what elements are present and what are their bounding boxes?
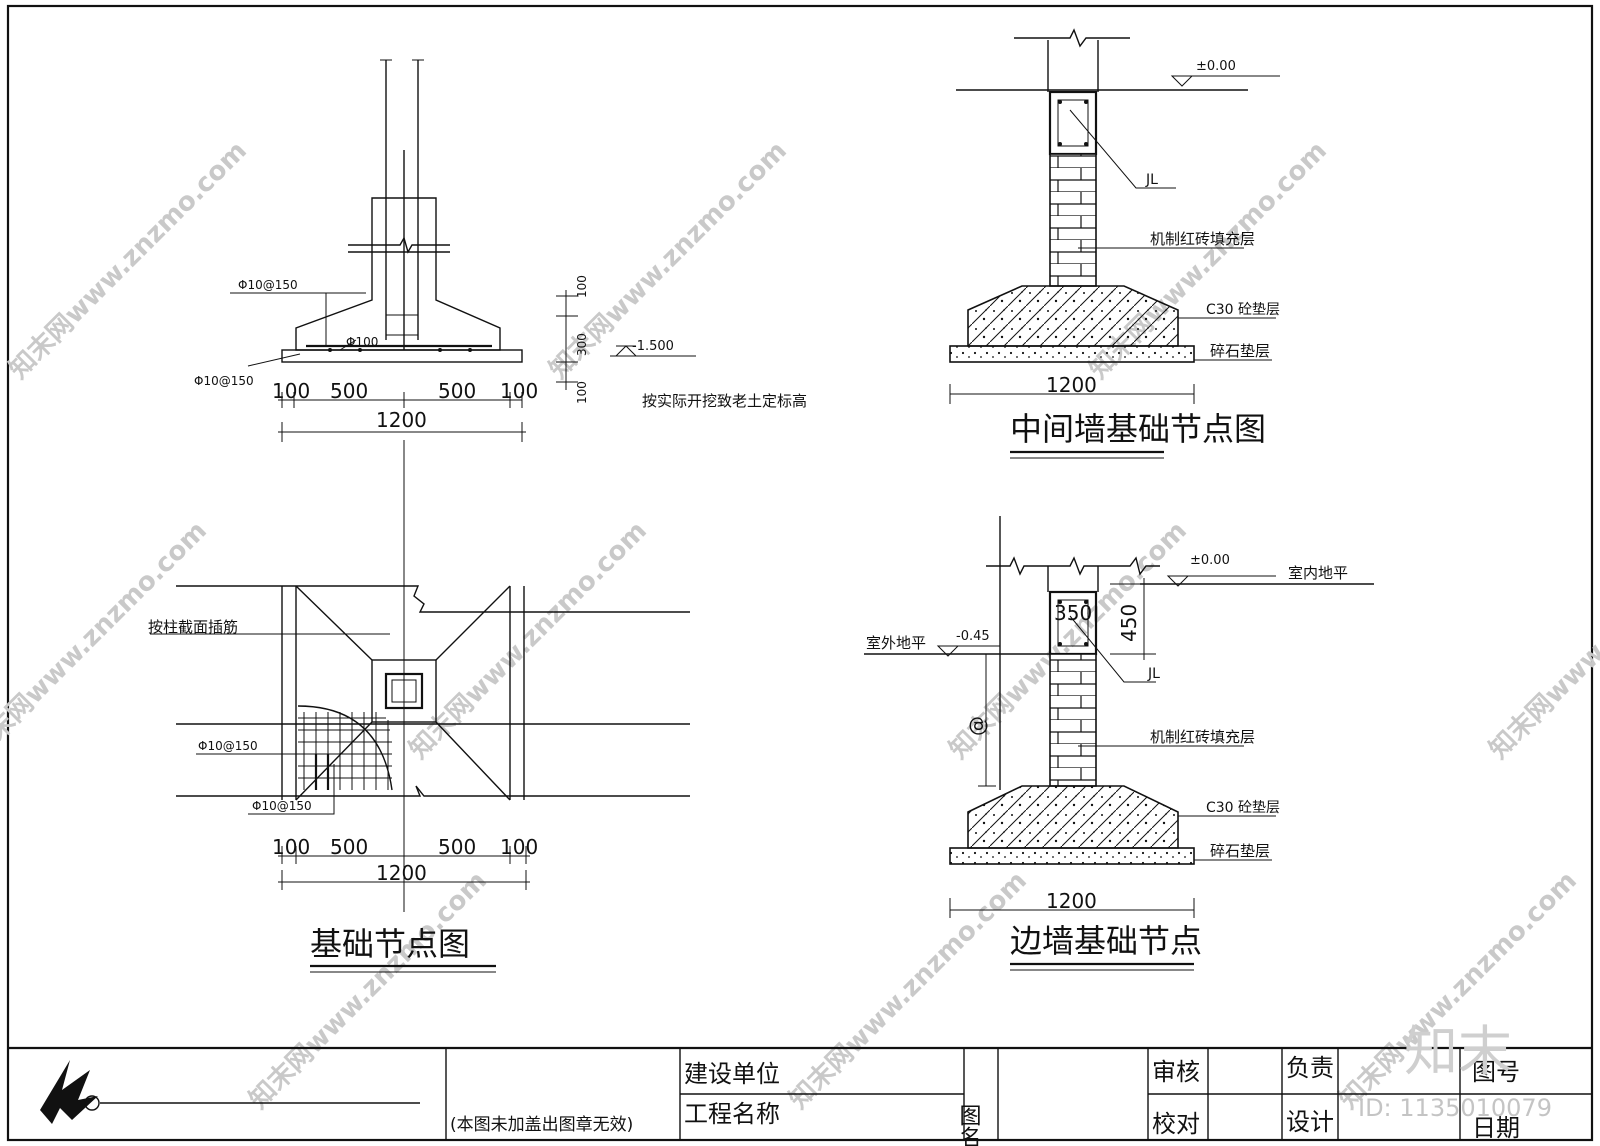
footing-section: Φ10@150 Φ100 Φ10@150 100 500 500 100 120… <box>194 59 807 442</box>
edge-width: 1200 <box>1046 889 1097 913</box>
mid-label-gravel: 碎石垫层 <box>1210 342 1270 360</box>
drawing-name-label: 图名 <box>956 1104 981 1146</box>
design-label: 设计 <box>1286 1108 1334 1136</box>
mid-elevation: ±0.00 <box>1196 59 1236 74</box>
rebar-label-top: Φ10@150 <box>238 278 298 292</box>
watermark: 知末网www.znzmo.com <box>4 136 253 385</box>
side-dim: 100 <box>575 381 589 404</box>
edge-indoor: 室内地平 <box>1288 564 1348 582</box>
plan-rebar-2: Φ10@150 <box>252 799 312 813</box>
edge-wall-detail: ±0.00 室内地平 -0.45 室外地平 350 450 @ JL 机制红砖填… <box>864 516 1374 971</box>
sheet-border <box>6 4 1594 1142</box>
mid-label-jl: JL <box>1145 172 1158 188</box>
plan-rebar-1: Φ10@150 <box>198 739 258 753</box>
edge-beam-w: 350 <box>1054 601 1092 625</box>
side-dim: 300 <box>575 333 589 356</box>
rebar-label-bottom: Φ10@150 <box>194 374 254 388</box>
elevation-label: -1.500 <box>632 339 674 354</box>
project-label: 工程名称 <box>684 1100 780 1128</box>
plan-dim: 500 <box>438 835 476 859</box>
footing-plan: 按柱截面插筋 Φ10@150 Φ10@150 100 500 500 100 1… <box>148 585 690 973</box>
plan-dim-total: 1200 <box>376 861 427 885</box>
dim-label: 500 <box>438 379 476 403</box>
asset-id: ID: 1135010079 <box>1358 1094 1552 1122</box>
plan-dim: 100 <box>500 835 538 859</box>
client-label: 建设单位 <box>684 1060 780 1088</box>
date-label: 日期 <box>1472 1114 1520 1142</box>
notice-text: (本图未加盖出图章无效) <box>450 1115 633 1135</box>
plan-dim: 500 <box>330 835 368 859</box>
plan-dim: 100 <box>272 835 310 859</box>
edge-label-jl: JL <box>1147 666 1160 682</box>
watermark: 知末网www.znzmo.com <box>0 516 213 765</box>
edge-depth: @ <box>965 716 989 736</box>
edge-wall-title: 边墙基础节点 <box>1010 922 1202 960</box>
edge-label-brick: 机制红砖填充层 <box>1150 728 1255 746</box>
mid-label-c30: C30 砼垫层 <box>1206 302 1280 318</box>
dim-label: 500 <box>330 379 368 403</box>
footing-title: 基础节点图 <box>310 925 470 963</box>
check-label: 校对 <box>1152 1110 1200 1138</box>
review-label: 审核 <box>1152 1058 1200 1086</box>
edge-outdoor: 室外地平 <box>866 634 926 652</box>
company-logo <box>40 1060 420 1124</box>
watermark: 知末网www.znzmo.com <box>1484 516 1600 765</box>
mid-width: 1200 <box>1046 373 1097 397</box>
watermark: 知末网www.znzmo.com <box>244 866 493 1115</box>
dim-total: 1200 <box>376 408 427 432</box>
edge-label-gravel: 碎石垫层 <box>1210 842 1270 860</box>
title-block: (本图未加盖出图章无效) 建设单位 工程名称 图名 审核 校对 负责 设计 图号… <box>8 1046 1592 1146</box>
edge-label-c30: C30 砼垫层 <box>1206 800 1280 816</box>
plan-note: 按柱截面插筋 <box>148 618 238 636</box>
middle-wall-detail: ±0.00 JL 机制红砖填充层 C30 砼垫层 碎石垫层 1200 中间墙基础… <box>949 28 1280 459</box>
middle-wall-title: 中间墙基础节点图 <box>1010 410 1266 448</box>
dim-label: 100 <box>272 379 310 403</box>
side-dim: 100 <box>575 275 589 298</box>
rebar-label-inner: Φ100 <box>346 335 378 349</box>
elevation-note: 按实际开挖致老土定标高 <box>642 392 807 410</box>
drawing-no-label: 图号 <box>1472 1058 1520 1086</box>
dim-label: 100 <box>500 379 538 403</box>
edge-elevation: ±0.00 <box>1190 553 1230 568</box>
watermark: 知末网www.znzmo.com <box>784 866 1033 1115</box>
brand-logo-watermark: 知末 <box>1404 1020 1512 1083</box>
edge-outdoor-elev: -0.45 <box>956 629 990 644</box>
edge-beam-h: 450 <box>1117 604 1141 642</box>
mid-label-brick: 机制红砖填充层 <box>1150 230 1255 248</box>
responsible-label: 负责 <box>1286 1054 1334 1082</box>
